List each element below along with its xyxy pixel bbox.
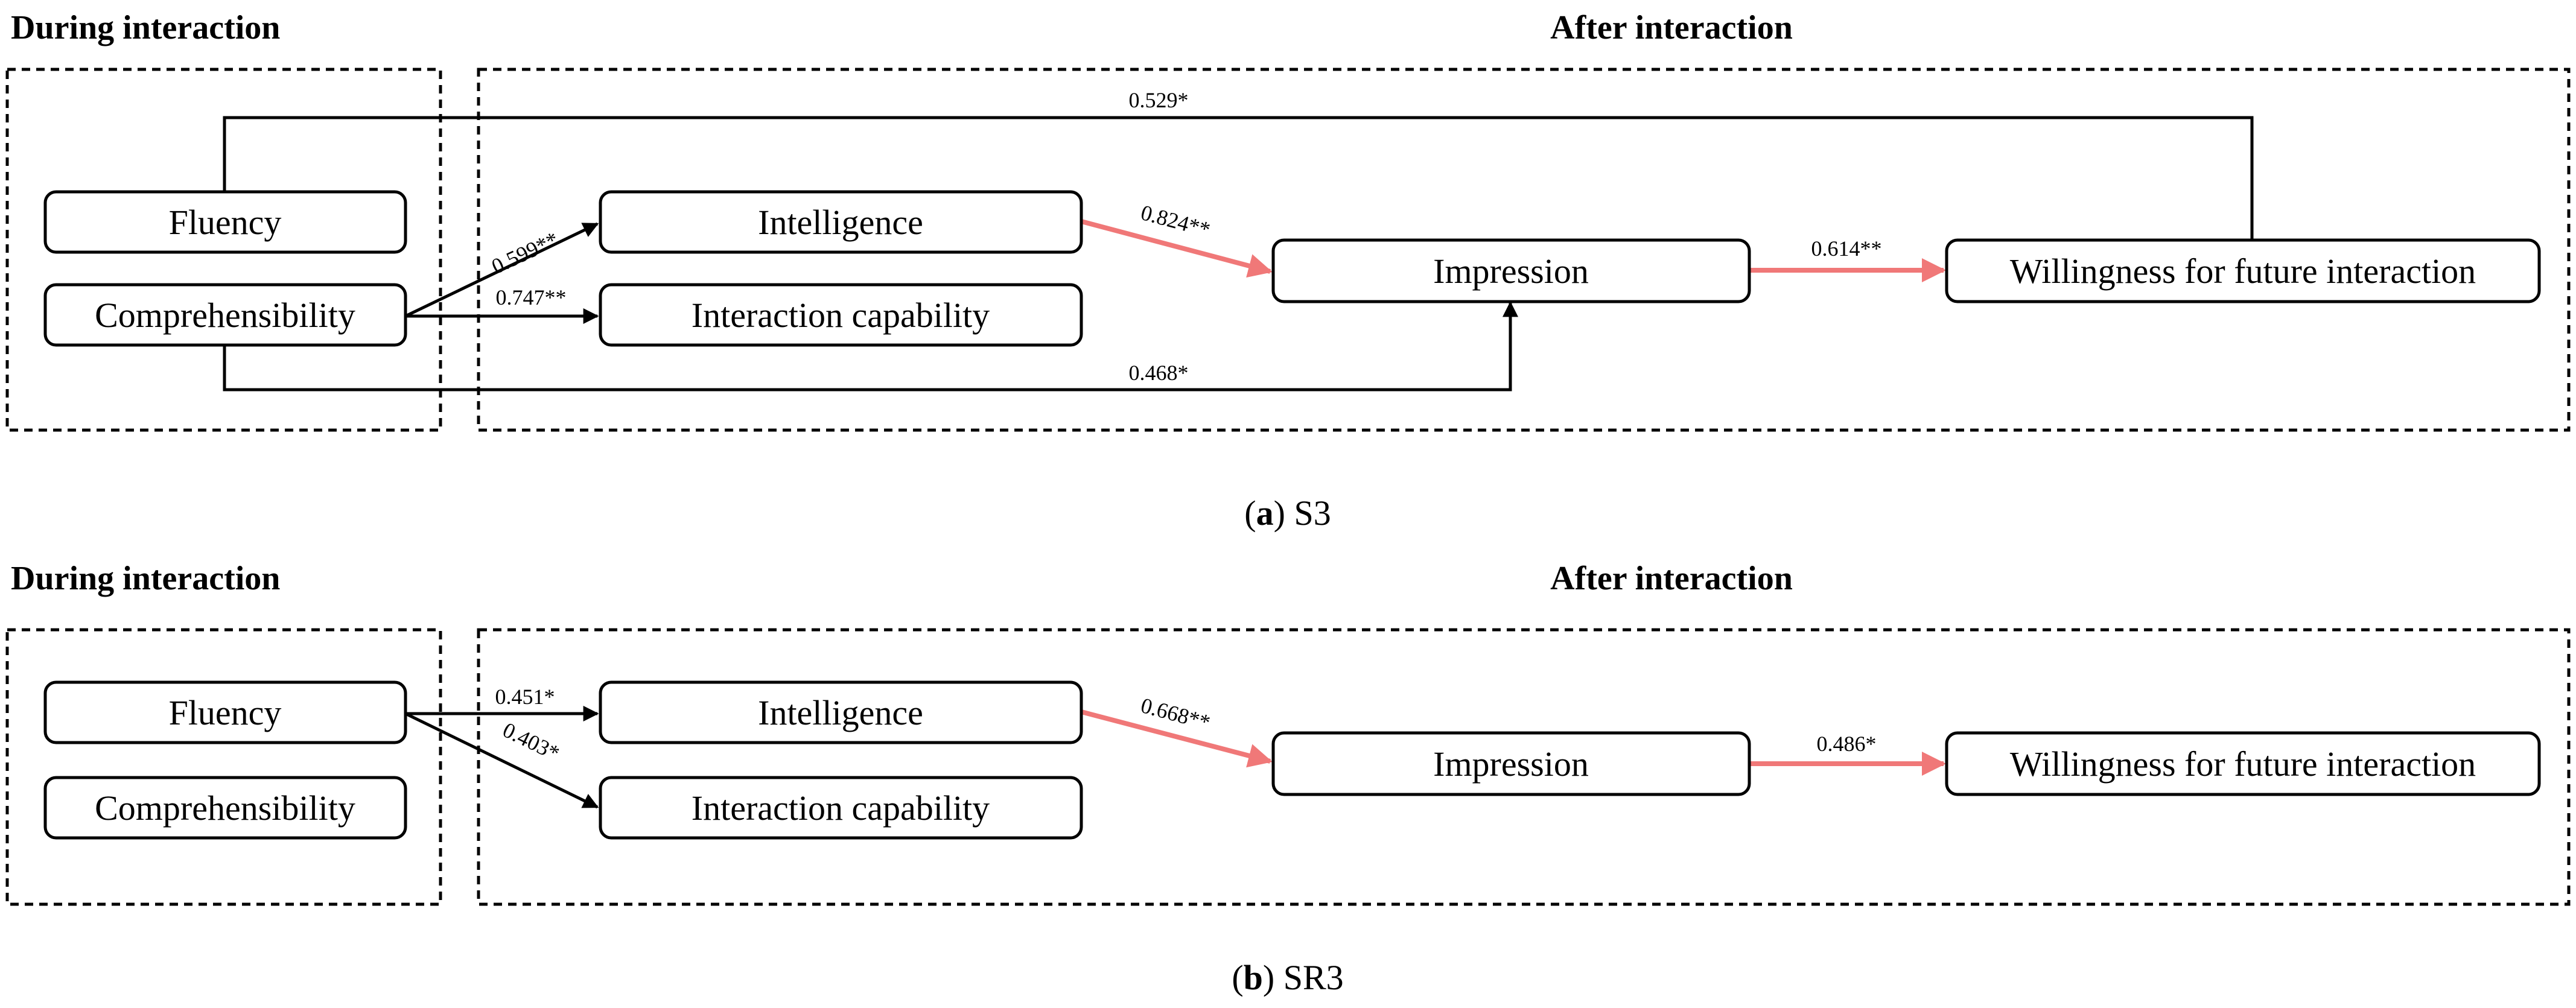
node-willingness: Willingness for future interaction	[1945, 731, 2541, 796]
node-comprehensibility: Comprehensibility	[43, 283, 407, 347]
coef-impression-to-willingness: 0.614**	[1811, 236, 1882, 261]
coef-comprehensibility-to-impression: 0.468*	[1129, 361, 1189, 385]
node-label: Intelligence	[758, 693, 923, 732]
node-label: Willingness for future interaction	[2010, 252, 2476, 291]
node-label: Fluency	[169, 693, 282, 732]
path-comprehensibility-to-impression	[223, 301, 1518, 391]
panel-b-caption-text: SR3	[1283, 958, 1344, 997]
panel-a-caption-letter: a	[1256, 493, 1274, 533]
coef-fluency-to-willingness: 0.529*	[1129, 88, 1189, 112]
node-label: Impression	[1433, 252, 1589, 291]
node-label: Fluency	[169, 203, 282, 242]
panel-a: During interaction After interaction Flu…	[5, 9, 2571, 533]
node-label: Interaction capability	[692, 788, 990, 828]
coef-fluency-to-intelligence: 0.451*	[495, 685, 555, 709]
node-intelligence: Intelligence	[599, 190, 1083, 254]
coef-fluency-to-interaction: 0.403*	[499, 718, 564, 766]
panel-a-after-frame	[477, 68, 2571, 432]
panel-b-after-frame	[477, 628, 2571, 906]
node-impression: Impression	[1271, 238, 1751, 303]
panel-a-during-frame	[5, 68, 442, 432]
panel-a-after-title: After interaction	[1550, 9, 1793, 46]
node-label: Comprehensibility	[95, 296, 355, 335]
path-comprehensibility-to-intelligence	[404, 222, 599, 318]
node-label: Intelligence	[758, 203, 923, 242]
node-interaction-capability: Interaction capability	[599, 283, 1083, 347]
coef-comprehensibility-to-interaction: 0.747**	[496, 285, 567, 309]
node-label: Willingness for future interaction	[2010, 744, 2476, 784]
node-interaction-capability: Interaction capability	[599, 776, 1083, 840]
panel-b: During interaction After interaction Flu…	[5, 560, 2571, 997]
node-comprehensibility: Comprehensibility	[43, 776, 407, 840]
panel-a-caption-text: S3	[1294, 493, 1331, 533]
panel-b-during-title: During interaction	[11, 560, 280, 597]
coef-comprehensibility-to-intelligence: 0.599**	[488, 227, 562, 279]
panel-b-during-frame	[5, 628, 442, 906]
path-intelligence-to-impression	[1080, 709, 1273, 768]
node-label: Comprehensibility	[95, 788, 355, 828]
node-label: Impression	[1433, 744, 1589, 784]
node-willingness: Willingness for future interaction	[1945, 238, 2541, 303]
panel-b-caption: (b) SR3	[1232, 958, 1343, 997]
panel-b-after-title: After interaction	[1550, 560, 1793, 597]
panel-a-during-title: During interaction	[11, 9, 280, 46]
node-fluency: Fluency	[43, 190, 407, 254]
coef-intelligence-to-impression: 0.824**	[1138, 200, 1212, 242]
panel-a-caption: (a) S3	[1244, 493, 1331, 533]
panel-b-caption-letter: b	[1244, 958, 1263, 997]
node-fluency: Fluency	[43, 680, 407, 744]
coef-impression-to-willingness: 0.486*	[1817, 732, 1877, 756]
path-intelligence-to-impression	[1080, 219, 1273, 278]
path-fluency-to-willingness	[223, 116, 2260, 288]
node-impression: Impression	[1271, 731, 1751, 796]
path-fluency-to-interaction	[404, 712, 599, 809]
node-intelligence: Intelligence	[599, 680, 1083, 744]
node-label: Interaction capability	[692, 296, 990, 335]
